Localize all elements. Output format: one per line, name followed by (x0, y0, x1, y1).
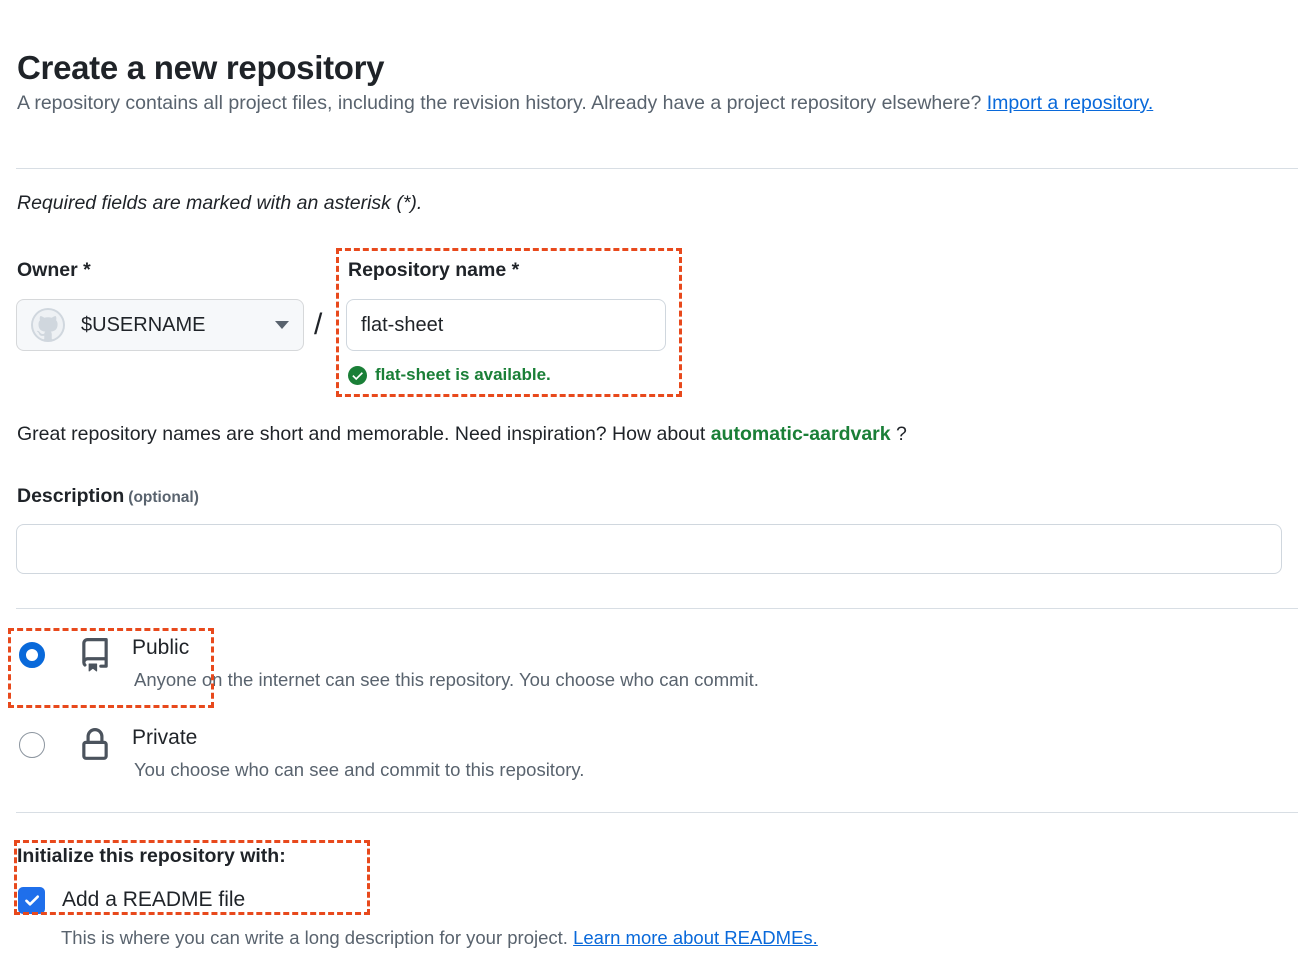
owner-name: $USERNAME (81, 313, 206, 336)
repository-name-label: Repository name * (348, 259, 520, 281)
radio-public[interactable] (19, 642, 45, 668)
lock-icon (78, 728, 112, 762)
repository-availability-text: flat-sheet is available. (375, 365, 551, 384)
owner-select[interactable]: $USERNAME (16, 299, 304, 351)
divider-header (16, 168, 1298, 169)
visibility-desc-private: You choose who can see and commit to thi… (134, 759, 585, 780)
repo-book-icon (78, 638, 112, 672)
check-circle-icon (348, 365, 367, 385)
initialize-section-title: Initialize this repository with: (17, 845, 286, 867)
check-icon (22, 891, 41, 910)
readme-description: This is where you can write a long descr… (61, 924, 818, 952)
radio-private[interactable] (19, 732, 45, 758)
divider-visibility (16, 608, 1298, 609)
readme-checkbox-row[interactable]: Add a README file (18, 886, 245, 914)
inspiration-line: Great repository names are short and mem… (17, 420, 907, 448)
description-label-text: Description (17, 485, 125, 507)
inspiration-suggestion[interactable]: automatic-aardvark (710, 423, 891, 445)
import-repository-link[interactable]: Import a repository. (986, 92, 1154, 114)
page-subtitle-text: A repository contains all project files,… (17, 92, 987, 114)
chevron-down-icon (275, 321, 289, 329)
visibility-desc-public: Anyone on the internet can see this repo… (134, 669, 759, 690)
divider-initialize (16, 812, 1298, 813)
owner-repo-separator: / (314, 308, 323, 341)
page-subtitle: A repository contains all project files,… (17, 84, 1197, 122)
readme-checkbox[interactable] (18, 886, 45, 914)
page-title: Create a new repository (17, 49, 385, 87)
description-optional-tag: (optional) (128, 489, 199, 506)
visibility-title-private: Private (132, 726, 198, 749)
learn-more-readmes-link[interactable]: Learn more about READMEs. (573, 927, 818, 948)
readme-label: Add a README file (62, 888, 246, 911)
inspiration-prefix: Great repository names are short and mem… (17, 423, 711, 445)
required-fields-note: Required fields are marked with an aster… (17, 192, 423, 214)
description-input[interactable] (16, 524, 1282, 574)
repository-name-input[interactable] (346, 299, 666, 351)
visibility-title-public: Public (132, 636, 190, 659)
owner-label: Owner * (17, 259, 91, 281)
repository-availability: flat-sheet is available. (348, 363, 551, 387)
inspiration-suffix: ? (890, 423, 907, 445)
description-label: Description(optional) (17, 483, 199, 511)
readme-description-text: This is where you can write a long descr… (61, 927, 574, 948)
github-octocat-icon (31, 308, 65, 342)
